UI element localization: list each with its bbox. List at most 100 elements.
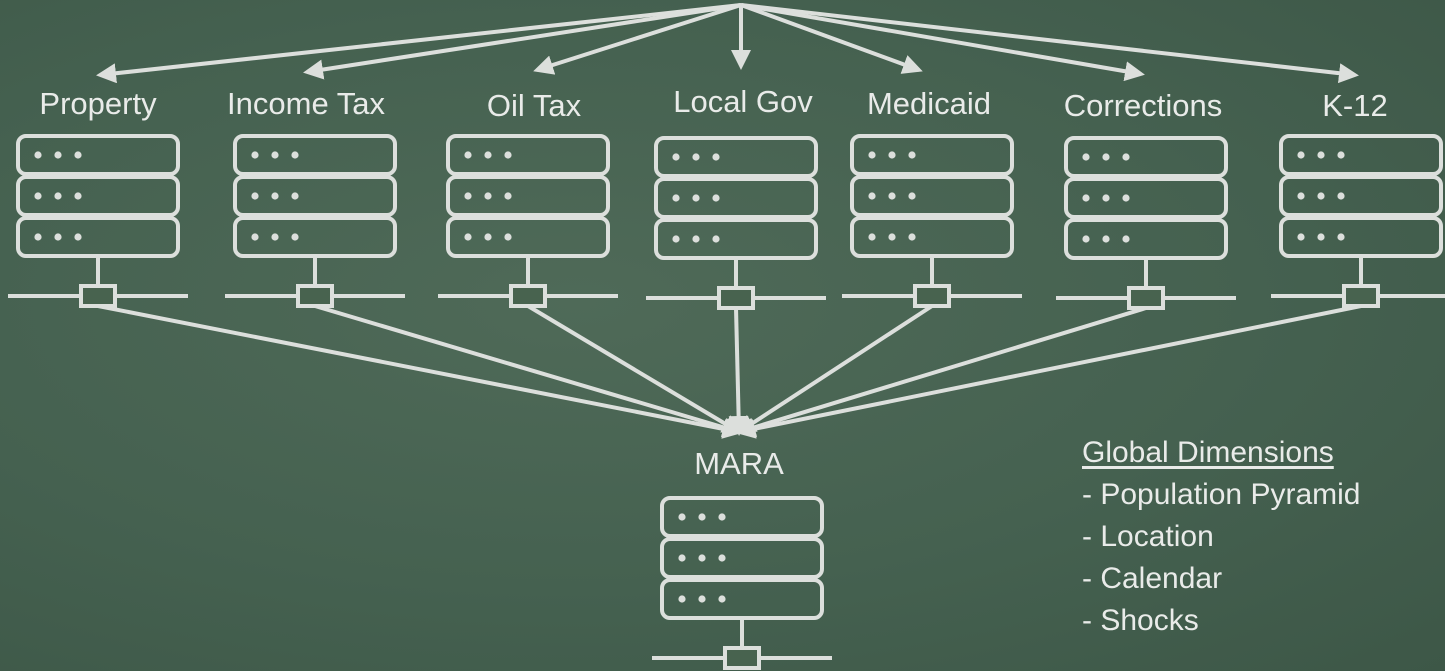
server-mara-led xyxy=(678,554,686,562)
server-local-gov-led xyxy=(672,235,680,243)
server-mara-unit-1 xyxy=(660,496,824,538)
server-oil-tax-unit-3 xyxy=(446,216,610,258)
server-oil-tax-connector xyxy=(509,284,547,308)
server-medicaid-unit-3 xyxy=(850,216,1014,258)
server-medicaid-led xyxy=(908,233,916,241)
server-k-12-led xyxy=(1337,192,1345,200)
server-medicaid-led xyxy=(868,233,876,241)
server-k-12-led xyxy=(1317,192,1325,200)
server-corrections-led xyxy=(1122,194,1130,202)
server-property-led xyxy=(54,233,62,241)
node-label-k-12: K-12 xyxy=(1322,88,1388,123)
server-mara-led xyxy=(718,554,726,562)
arrow-corrections-to-mara xyxy=(735,306,1147,437)
legend-item-calendar: - Calendar xyxy=(1082,562,1223,595)
server-oil-tax-led xyxy=(464,192,472,200)
node-label-oil-tax: Oil Tax xyxy=(486,88,582,123)
server-corrections-led xyxy=(1122,153,1130,161)
server-local-gov-connector xyxy=(717,286,755,310)
server-corrections-led xyxy=(1082,153,1090,161)
server-local-gov-led xyxy=(692,235,700,243)
server-local-gov-unit-3 xyxy=(654,218,818,260)
server-income-tax-led xyxy=(251,192,259,200)
server-k-12-led xyxy=(1337,233,1345,241)
server-oil-tax-led xyxy=(504,192,512,200)
server-income-tax-led xyxy=(271,192,279,200)
server-corrections-connector xyxy=(1127,286,1165,310)
server-income-tax-led xyxy=(251,151,259,159)
server-medicaid-led xyxy=(888,233,896,241)
arrow-to-income-tax xyxy=(303,3,742,80)
server-corrections-led xyxy=(1102,235,1110,243)
server-medicaid-connector xyxy=(913,284,951,308)
server-local-gov-led xyxy=(712,194,720,202)
server-income-tax-led xyxy=(291,151,299,159)
server-oil-tax-led xyxy=(484,233,492,241)
server-oil-tax-led xyxy=(504,151,512,159)
server-income-tax-led xyxy=(271,151,279,159)
global-dimensions-legend: Global Dimensions - Population Pyramid -… xyxy=(1082,432,1360,642)
server-mara-unit-3 xyxy=(660,578,824,620)
server-medicaid-unit-2 xyxy=(850,175,1014,217)
node-label-income-tax: Income Tax xyxy=(227,86,385,121)
server-property-led xyxy=(54,151,62,159)
legend-item-location: - Location xyxy=(1082,520,1214,553)
server-property-led xyxy=(74,233,82,241)
node-label-local-gov: Local Gov xyxy=(673,84,813,119)
server-oil-tax-led xyxy=(484,192,492,200)
server-k-12-unit-3 xyxy=(1279,216,1443,258)
server-mara-led xyxy=(718,595,726,603)
server-oil-tax-led xyxy=(464,233,472,241)
server-property-connector xyxy=(79,284,117,308)
server-local-gov-led xyxy=(712,153,720,161)
server-oil-tax-led xyxy=(464,151,472,159)
server-corrections-led xyxy=(1082,194,1090,202)
arrow-to-property xyxy=(96,3,742,84)
arrow-property-to-mara xyxy=(97,304,743,439)
server-oil-tax-unit-1 xyxy=(446,134,610,176)
arrow-local-gov-to-mara xyxy=(728,307,749,436)
server-corrections-unit-1 xyxy=(1064,136,1228,178)
server-income-tax-led xyxy=(251,233,259,241)
server-k-12-led xyxy=(1297,233,1305,241)
server-mara-led xyxy=(698,554,706,562)
server-mara-led xyxy=(698,513,706,521)
server-k-12-connector xyxy=(1342,284,1380,308)
legend-item-population-pyramid: - Population Pyramid xyxy=(1082,478,1361,511)
server-k-12-led xyxy=(1317,233,1325,241)
server-mara-led xyxy=(678,595,686,603)
server-property-led xyxy=(54,192,62,200)
server-medicaid-led xyxy=(868,192,876,200)
arrow-to-corrections xyxy=(740,3,1145,82)
server-local-gov-unit-2 xyxy=(654,177,818,219)
server-k-12-led xyxy=(1297,192,1305,200)
legend-item-shocks: - Shocks xyxy=(1082,604,1199,637)
server-medicaid-led xyxy=(868,151,876,159)
server-property-led xyxy=(34,233,42,241)
server-corrections-unit-2 xyxy=(1064,177,1228,219)
server-oil-tax-led xyxy=(504,233,512,241)
server-local-gov-led xyxy=(712,235,720,243)
server-k-12-led xyxy=(1337,151,1345,159)
arrow-medicaid-to-mara xyxy=(735,304,934,435)
server-mara-connector xyxy=(723,646,761,670)
server-mara-unit-2 xyxy=(660,537,824,579)
server-medicaid-led xyxy=(888,151,896,159)
server-local-gov-led xyxy=(692,153,700,161)
server-income-tax-led xyxy=(291,233,299,241)
arrow-to-medicaid xyxy=(740,3,923,74)
server-local-gov-led xyxy=(672,194,680,202)
node-label-medicaid: Medicaid xyxy=(866,86,992,121)
node-label-property: Property xyxy=(39,86,157,121)
server-medicaid-led xyxy=(908,151,916,159)
server-property-led xyxy=(34,192,42,200)
server-income-tax-connector xyxy=(296,284,334,308)
hub-label-mara: MARA xyxy=(694,446,784,481)
server-property-led xyxy=(74,192,82,200)
server-property-unit-2 xyxy=(16,175,180,217)
server-oil-tax-led xyxy=(484,151,492,159)
server-property-unit-3 xyxy=(16,216,180,258)
server-local-gov-led xyxy=(672,153,680,161)
server-income-tax-led xyxy=(291,192,299,200)
